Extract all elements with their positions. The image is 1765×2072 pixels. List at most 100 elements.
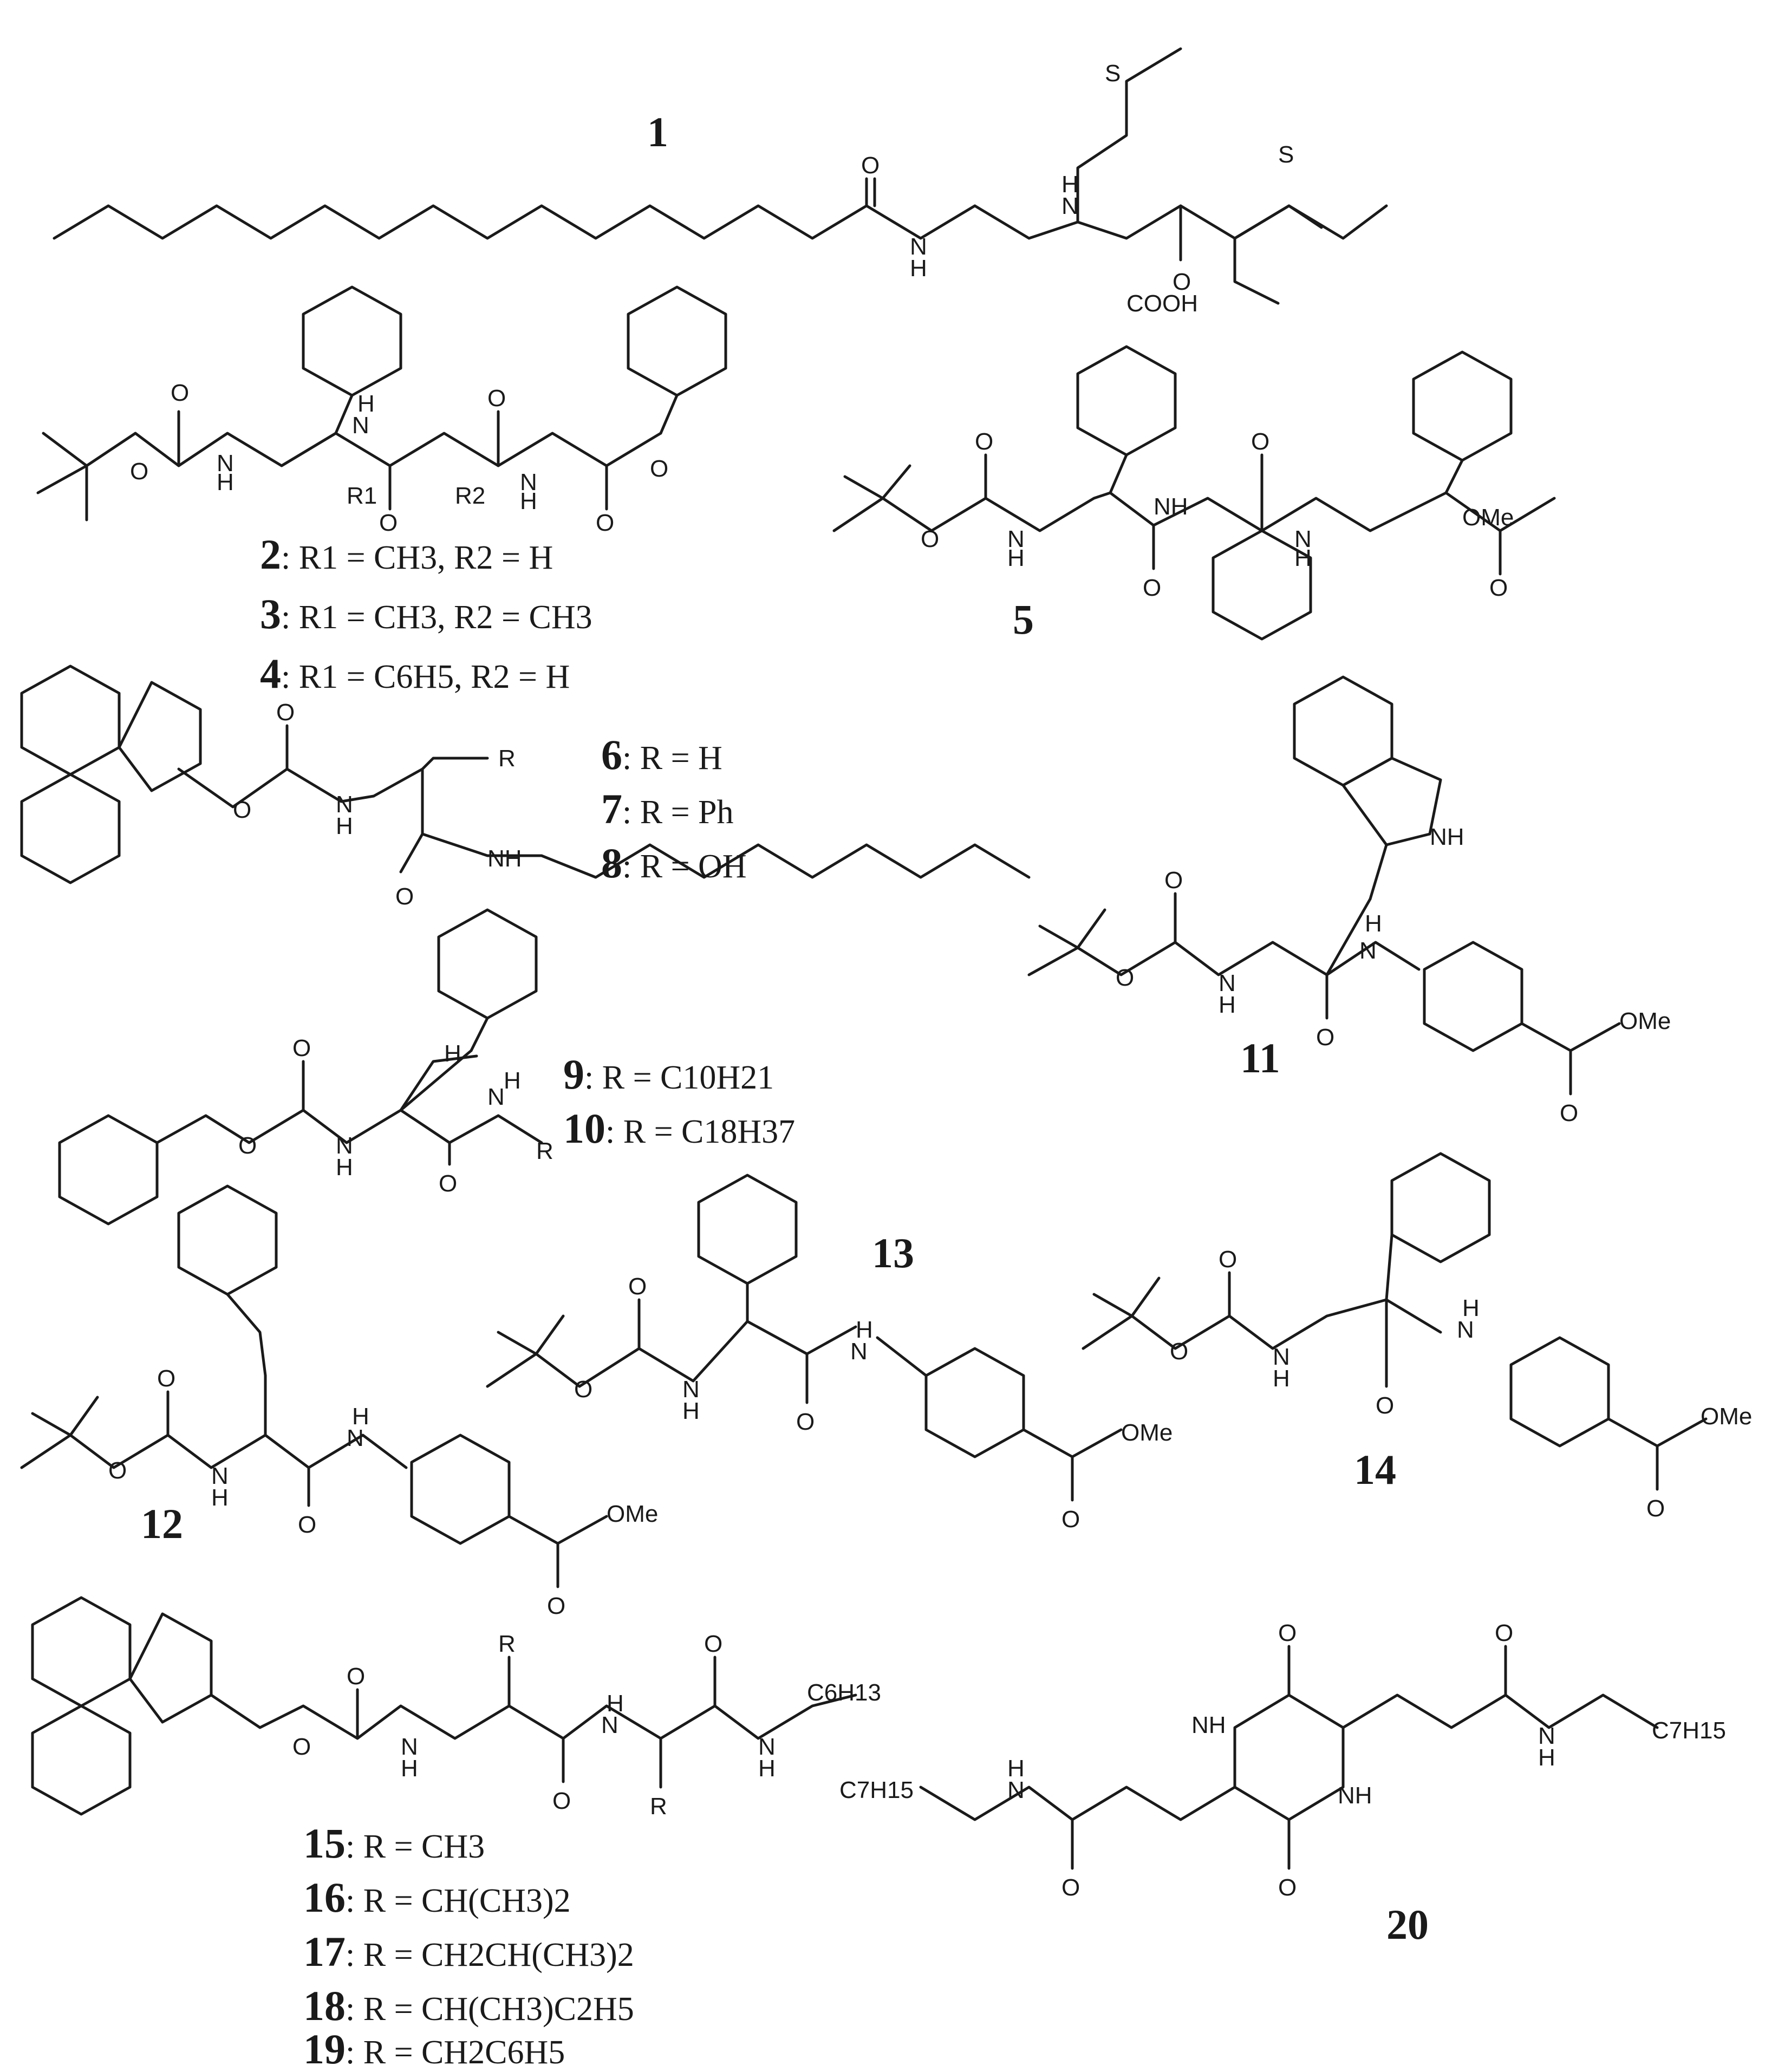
atom-label: R1 bbox=[347, 483, 377, 509]
atom-label: N bbox=[487, 1084, 505, 1110]
atom-label: O bbox=[298, 1511, 316, 1538]
atom-label: O bbox=[439, 1170, 457, 1197]
atom-label: COOH bbox=[1126, 290, 1198, 317]
atom-label: O bbox=[1316, 1024, 1334, 1051]
atom-label: O bbox=[1219, 1246, 1237, 1273]
atom-label: O bbox=[1560, 1100, 1578, 1126]
atom-label: R bbox=[498, 1631, 516, 1657]
atom-label: N bbox=[352, 412, 369, 439]
atom-label: O bbox=[1061, 1506, 1080, 1533]
atom-label: NH bbox=[1338, 1782, 1372, 1809]
atom-label: R2 bbox=[455, 483, 485, 509]
atom-label: O bbox=[379, 510, 398, 536]
compound-8-label: 8: R = OH bbox=[601, 839, 747, 887]
atom-label: O bbox=[1170, 1338, 1188, 1365]
atom-label: O bbox=[628, 1273, 647, 1300]
atom-label: N bbox=[1294, 526, 1312, 552]
atom-label: N bbox=[217, 450, 234, 477]
atom-label: O bbox=[1143, 575, 1161, 601]
atom-label: C6H13 bbox=[807, 1679, 881, 1706]
atom-label: O bbox=[1251, 428, 1269, 455]
atom-label: O bbox=[108, 1457, 127, 1484]
atom-label: N bbox=[1061, 193, 1079, 219]
compound-number: 11 bbox=[1240, 1034, 1280, 1081]
atom-label: O bbox=[395, 883, 414, 910]
compound-15-label: 15: R = CH3 bbox=[303, 1820, 485, 1867]
atom-label: R bbox=[536, 1138, 553, 1164]
atom-label: H bbox=[1061, 171, 1079, 198]
compound-13-structure: O O N H O H N OMe O 13 bbox=[486, 1174, 1173, 1533]
atom-label: H bbox=[682, 1398, 700, 1424]
atom-label: H bbox=[504, 1067, 521, 1094]
atom-label: O bbox=[276, 699, 295, 726]
atom-label: H bbox=[520, 488, 537, 514]
atom-label: H bbox=[758, 1755, 776, 1782]
atom-label: R bbox=[650, 1793, 667, 1820]
atom-label: C7H15 bbox=[1652, 1717, 1726, 1744]
atom-label: N bbox=[336, 791, 353, 818]
atom-label: O bbox=[157, 1365, 175, 1392]
atom-label: N bbox=[1007, 526, 1025, 552]
atom-label: N bbox=[1359, 937, 1377, 964]
atom-label: N bbox=[601, 1712, 618, 1738]
compound-9-label: 9: R = C10H21 bbox=[563, 1051, 774, 1098]
compound-5-structure: O O N H O NH O N H O OMe 5 bbox=[832, 345, 1556, 643]
compound-9-10-structure: O O N H H O N H R 9: R = C10H21 10: R = … bbox=[58, 908, 795, 1226]
compound-10-label: 10: R = C18H37 bbox=[563, 1105, 795, 1152]
compound-number: 5 bbox=[1013, 596, 1034, 643]
atom-label: N bbox=[336, 1132, 353, 1159]
compound-6-label: 6: R = H bbox=[601, 731, 722, 778]
atom-label: O bbox=[796, 1409, 815, 1435]
compound-15-19-structure: O O N H R O H N R O N H C6H13 15: R = CH… bbox=[31, 1596, 881, 2072]
atom-label: H bbox=[357, 390, 375, 417]
atom-label: O bbox=[487, 385, 506, 412]
atom-label: H bbox=[336, 1154, 353, 1181]
atom-label: S bbox=[1105, 60, 1121, 87]
atom-label: O bbox=[1173, 269, 1191, 295]
compound-number: 12 bbox=[141, 1500, 183, 1547]
compound-number: 20 bbox=[1386, 1901, 1429, 1948]
atom-label: H bbox=[1007, 545, 1025, 571]
compound-7-label: 7: R = Ph bbox=[601, 785, 734, 832]
compound-number: 13 bbox=[872, 1229, 914, 1276]
compound-4-label: 4: R1 = C6H5, R2 = H bbox=[260, 650, 570, 697]
atom-label: N bbox=[1457, 1317, 1474, 1343]
atom-label: H bbox=[211, 1484, 229, 1511]
atom-label: O bbox=[171, 380, 189, 406]
atom-label: O bbox=[975, 428, 993, 455]
compound-18-label: 18: R = CH(CH3)C2H5 bbox=[303, 1982, 634, 2029]
atom-label: N bbox=[401, 1734, 418, 1760]
atom-label: O bbox=[574, 1376, 592, 1403]
atom-label: N bbox=[1273, 1344, 1290, 1370]
atom-label: O bbox=[1116, 965, 1134, 991]
atom-label: O bbox=[1495, 1620, 1513, 1646]
compound-number: 14 bbox=[1354, 1446, 1396, 1493]
atom-label: H bbox=[1007, 1755, 1025, 1782]
atom-label: NH bbox=[1191, 1712, 1226, 1738]
compound-number: 1 bbox=[647, 108, 668, 155]
atom-label: H bbox=[1294, 545, 1312, 571]
atom-label: H bbox=[401, 1755, 418, 1782]
atom-label: OMe bbox=[1462, 504, 1514, 531]
compound-12-structure: O O N H O H N OMe O 12 bbox=[20, 1184, 658, 1619]
atom-label: H bbox=[1538, 1744, 1555, 1771]
atom-label: NH bbox=[1430, 824, 1464, 850]
atom-label: O bbox=[1489, 575, 1508, 601]
atom-label: C7H15 bbox=[839, 1777, 914, 1803]
atom-label: NH bbox=[1154, 493, 1188, 520]
compound-17-label: 17: R = CH2CH(CH3)2 bbox=[303, 1928, 634, 1975]
compound-2-4-structure: O O H N O H N R1 R2 O N H O O 2: R1 = CH… bbox=[36, 285, 727, 697]
atom-label: H bbox=[336, 813, 353, 839]
compound-11-structure: O O N H O H N NH OMe O 11 bbox=[1027, 675, 1671, 1126]
atom-label: O bbox=[347, 1663, 365, 1690]
atom-label: S bbox=[1278, 141, 1294, 168]
compound-20-structure: O NH NH O O N H C7H15 O H N C7H15 20 bbox=[839, 1620, 1726, 1948]
atom-label: N bbox=[850, 1338, 868, 1365]
atom-label: H bbox=[217, 469, 234, 496]
atom-label: O bbox=[1061, 1874, 1080, 1901]
atom-label: O bbox=[861, 152, 880, 179]
atom-label: H bbox=[910, 255, 927, 282]
atom-label: H bbox=[856, 1317, 873, 1343]
atom-label: N bbox=[1538, 1723, 1555, 1749]
